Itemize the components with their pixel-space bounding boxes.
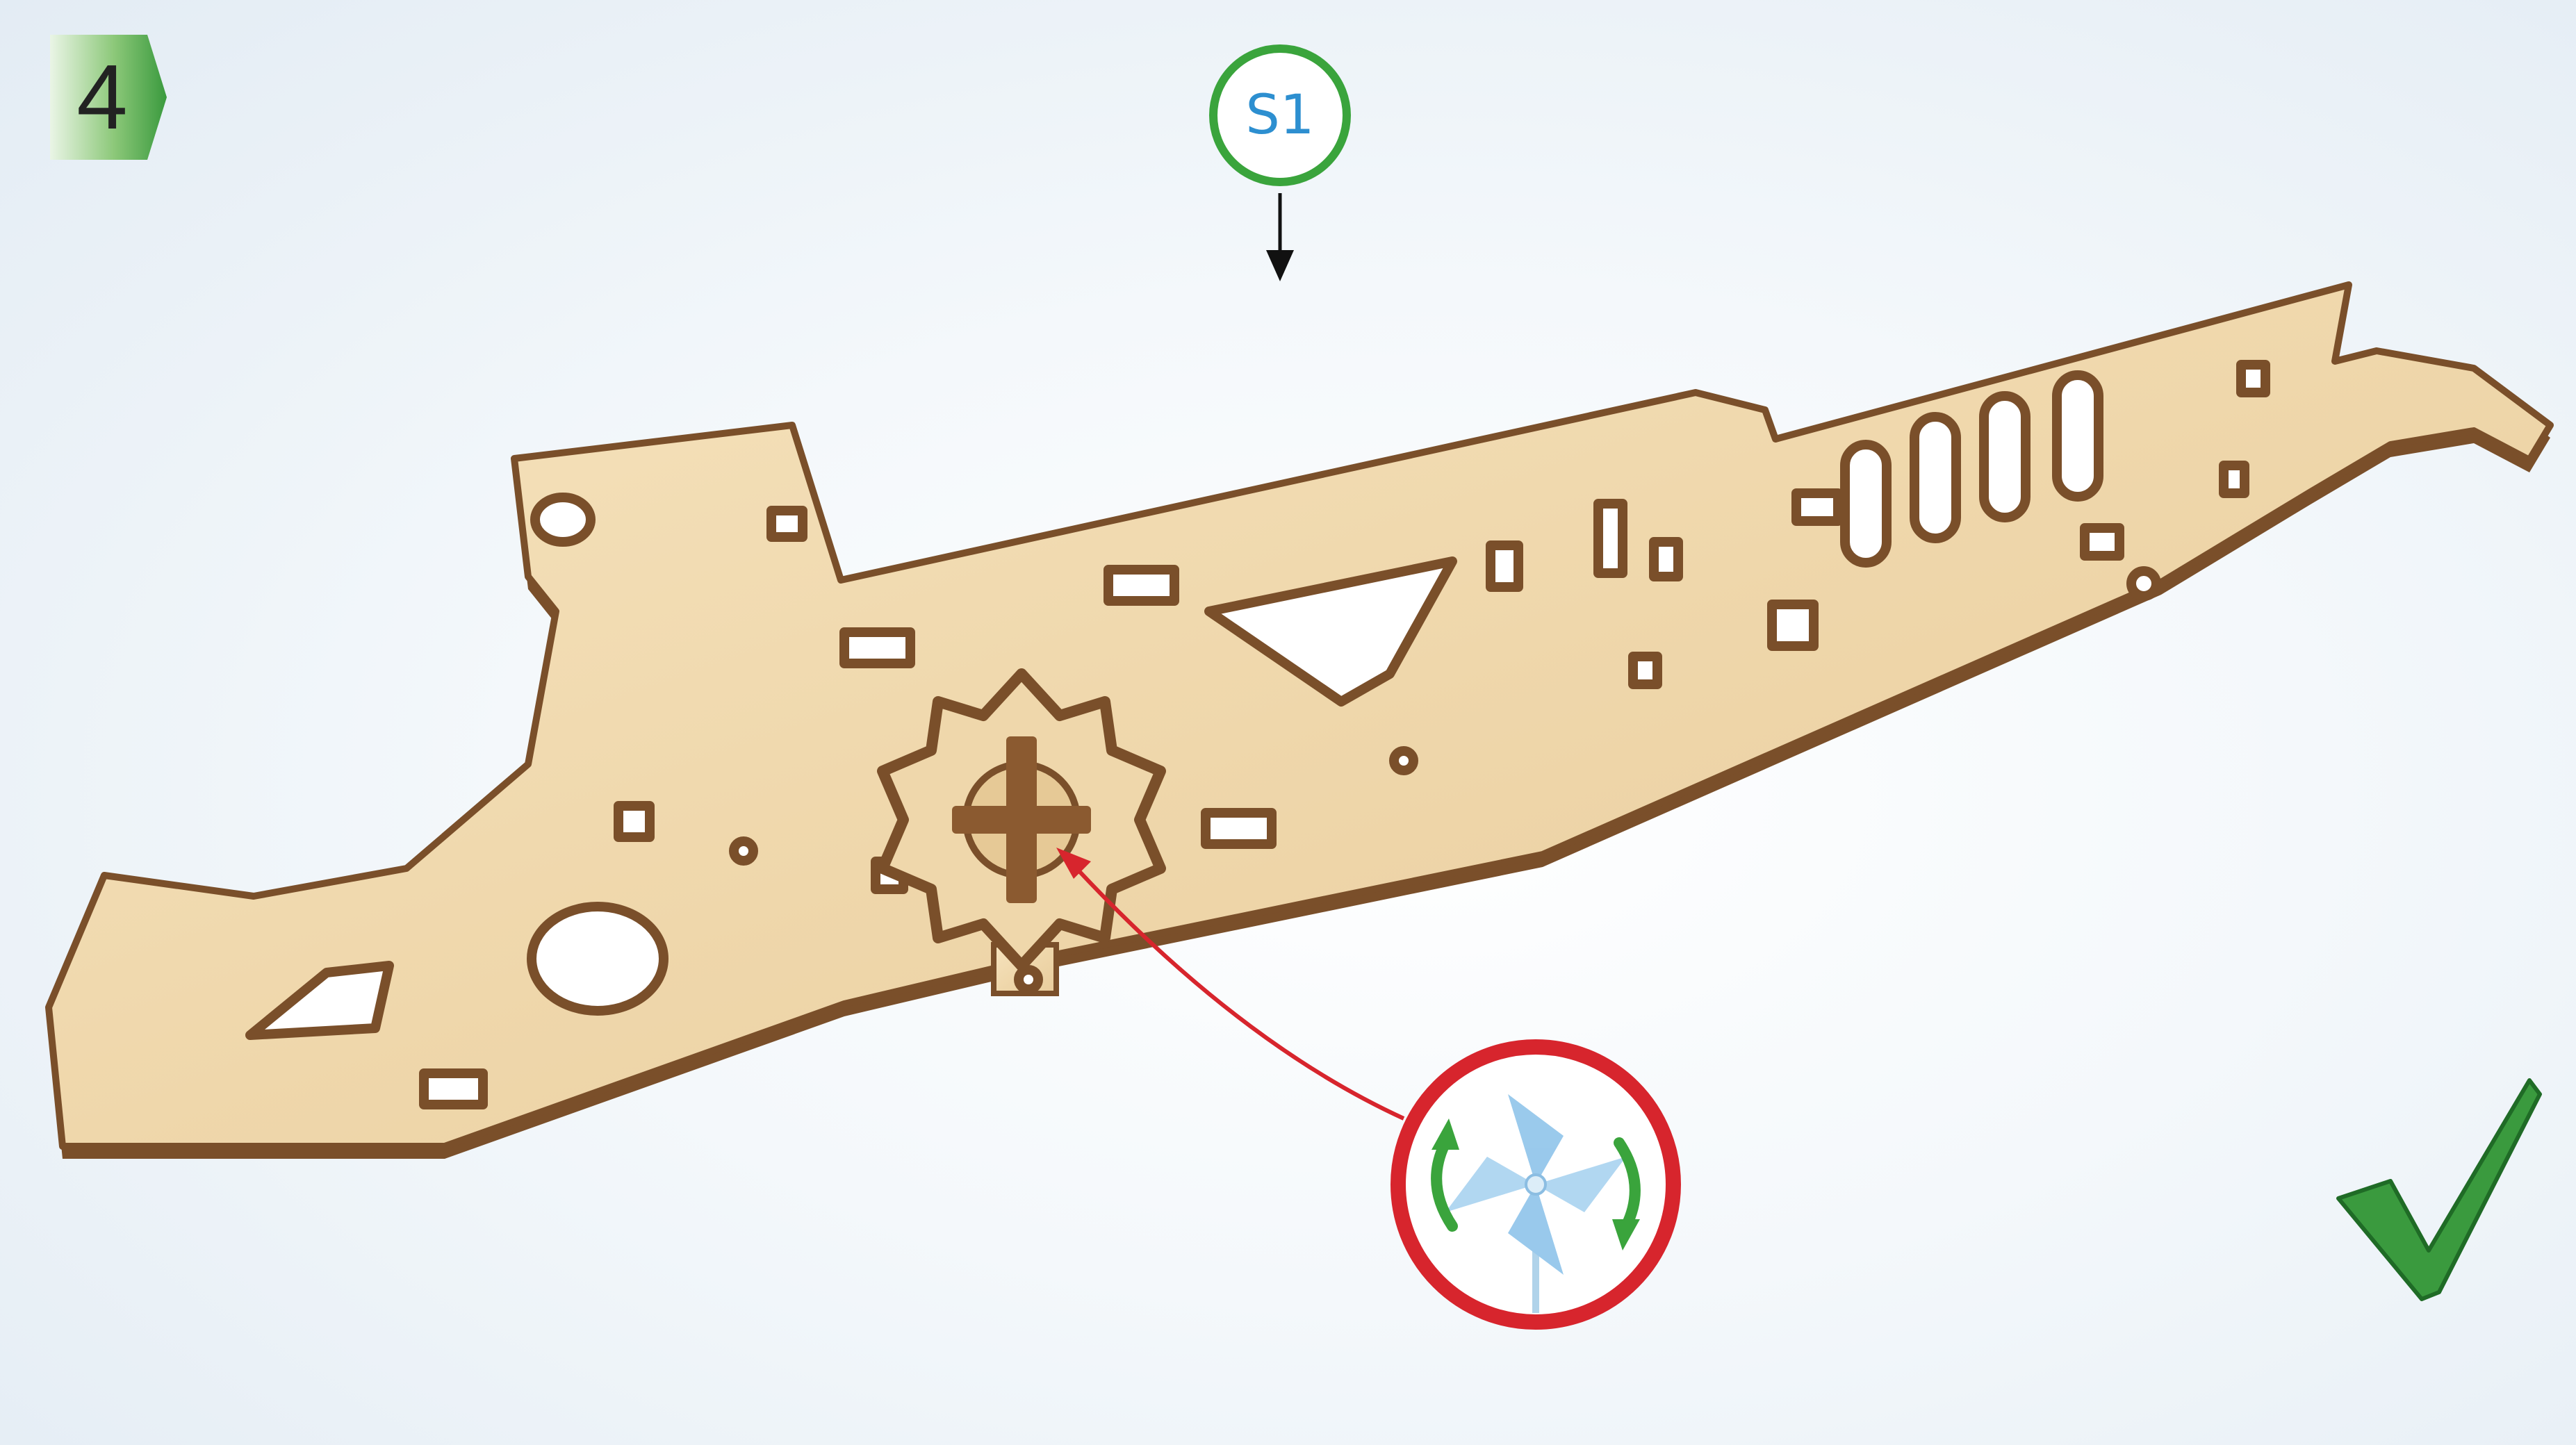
red-pointer-arrow-icon (1056, 848, 1404, 1118)
step-badge: 4 (50, 35, 168, 160)
checkmark-icon (2338, 1080, 2540, 1299)
step-number: 4 (50, 35, 154, 160)
part-label: S1 (1204, 39, 1356, 192)
pointer-arrow-icon (1266, 193, 1294, 281)
rotation-callout (1398, 1047, 1673, 1322)
part-callout: S1 (1204, 39, 1356, 192)
